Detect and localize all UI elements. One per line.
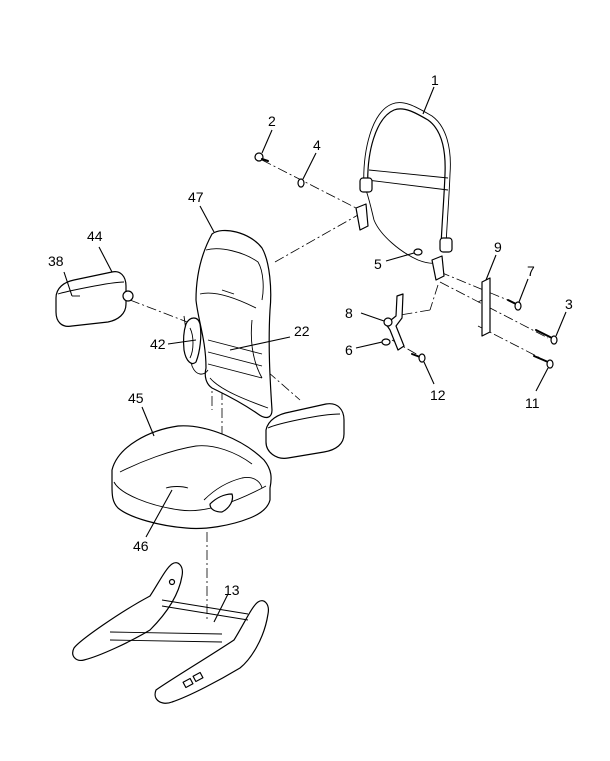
seat-frame-part-13 [72,562,269,704]
callout-2: 2 [268,113,276,129]
armrest-part-44 [55,271,134,327]
bolt-part-11 [533,355,554,369]
callout-42: 42 [150,336,166,352]
callout-8: 8 [345,305,353,321]
bracket-part-8 [383,293,405,351]
seat-back-part-47 [183,229,273,419]
callout-22: 22 [294,323,310,339]
callout-5: 5 [374,256,382,272]
callout-6: 6 [345,342,353,358]
callout-11: 11 [525,395,540,411]
handle-frame-part [355,102,453,281]
leader-lines [63,86,567,623]
armrest-right [265,403,345,459]
bolt-part-7 [507,299,522,311]
assembly-lines [129,159,549,620]
screw-part-6 [381,338,391,346]
callout-labels: 1 2 3 4 5 6 7 8 9 11 12 13 22 38 42 44 4… [48,72,573,598]
callout-45: 45 [128,390,144,406]
bolt-part-3 [535,329,558,345]
washer-part-5 [413,248,423,256]
callout-9: 9 [494,239,502,255]
washer-part-4 [297,178,305,188]
callout-7: 7 [527,263,535,279]
plate-part-9 [477,277,491,337]
callout-3: 3 [565,296,573,312]
callout-12: 12 [430,387,446,403]
callout-1: 1 [431,72,439,88]
callout-4: 4 [313,137,321,153]
callout-47: 47 [188,189,204,205]
callout-13: 13 [224,582,240,598]
screw-part-12 [411,353,426,363]
screw-part-2 [254,152,269,162]
callout-44: 44 [87,228,103,244]
callout-46: 46 [133,538,149,554]
callout-38: 38 [48,253,64,269]
seat-cushion-part-45 [111,425,272,530]
